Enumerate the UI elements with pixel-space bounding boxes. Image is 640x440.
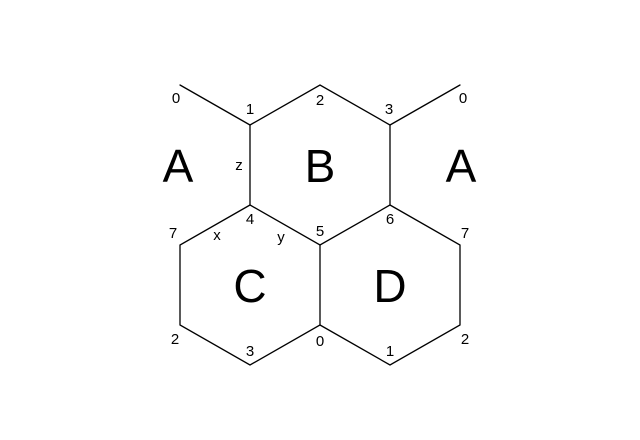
region-label-a-right: A — [446, 140, 477, 192]
region-label-c: C — [233, 260, 266, 312]
vertex-label-c-3: 3 — [246, 343, 254, 360]
vertex-label-left-7: 7 — [169, 225, 177, 242]
vertex-label-d-1: 1 — [386, 343, 394, 360]
vertex-label-top-left-0: 0 — [172, 90, 180, 107]
vertex-label-c-2: 2 — [171, 331, 179, 348]
vertex-label-right-7: 7 — [461, 225, 469, 242]
vertex-label-b-2: 2 — [316, 92, 324, 109]
region-label-d: D — [373, 260, 406, 312]
vertex-label-b-5: 5 — [316, 223, 324, 240]
vertex-label-d-2: 2 — [461, 331, 469, 348]
bond-label-x: x — [213, 227, 221, 244]
region-label-b: B — [305, 140, 336, 192]
ring-c-outline — [179, 204, 321, 366]
vertex-label-b-1: 1 — [246, 101, 254, 118]
bond-label-z: z — [235, 157, 243, 174]
vertex-label-b-6: 6 — [386, 211, 394, 228]
bond-top-right — [389, 84, 461, 126]
vertex-label-top-right-0: 0 — [459, 90, 467, 107]
bond-label-y: y — [277, 229, 285, 246]
bond-top-left — [179, 84, 251, 126]
ring-d-outline — [319, 204, 461, 366]
vertex-label-center-0: 0 — [316, 333, 324, 350]
vertex-label-b-4: 4 — [246, 211, 254, 228]
vertex-label-b-3: 3 — [385, 101, 393, 118]
region-label-a-left: A — [163, 140, 194, 192]
